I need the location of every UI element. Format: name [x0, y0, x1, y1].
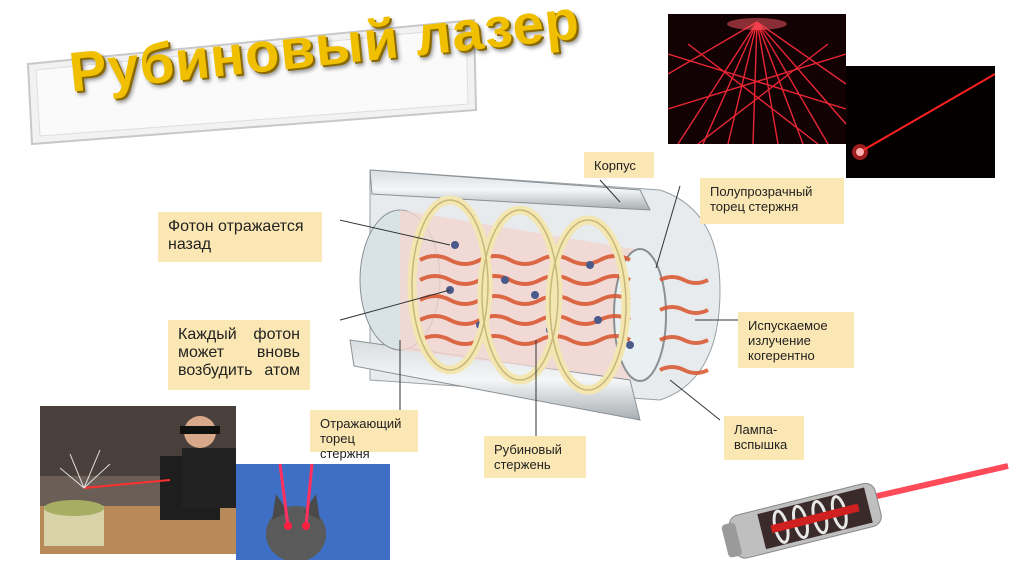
laser-beam-photo: [846, 66, 995, 178]
cat-laser-eyes-photo: [236, 464, 390, 560]
laser-fan-photo: [668, 14, 846, 144]
label-flash-lamp: Лампа-вспышка: [724, 416, 804, 460]
lab-photo: [40, 406, 236, 554]
ruby-laser-diagram: [340, 150, 760, 440]
label-photon-reflected: Фотон отражается назад: [158, 212, 322, 262]
label-semi-transparent-end: Полупрозрачный торец стержня: [700, 178, 844, 224]
label-photon-excites-atom: Каждый фотон может вновь возбудить атом: [168, 320, 310, 390]
label-ruby-rod: Рубиновый стержень: [484, 436, 586, 478]
label-korpus: Корпус: [584, 152, 654, 178]
laser-cutaway-photo: [720, 460, 1010, 564]
label-reflecting-end: Отражающий торец стержня: [310, 410, 418, 452]
label-emitted-coherent: Испускаемое излучение когерентно: [738, 312, 854, 368]
